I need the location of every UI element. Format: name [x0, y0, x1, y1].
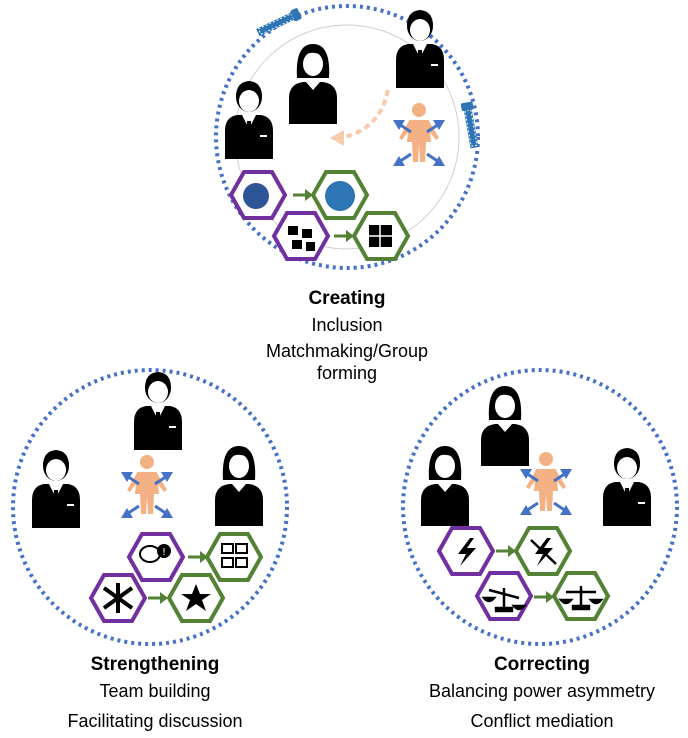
man-icon	[603, 448, 651, 526]
lightning-crossed-icon-shape	[530, 538, 557, 566]
balanced-scale-icon-shape	[558, 586, 604, 611]
discussion-board-icon-shapes	[221, 543, 248, 568]
correcting-line-1: Balancing power asymmetry	[428, 681, 656, 701]
correcting-title: Correcting	[493, 654, 591, 675]
strengthening-section: !	[11, 368, 289, 646]
strengthening-line-1: Team building	[99, 681, 211, 701]
woman-icon	[215, 446, 263, 526]
creating-section	[214, 4, 480, 270]
flow-arrow	[532, 589, 556, 605]
woman-icon	[289, 44, 337, 124]
scattered-puzzle-icon	[272, 211, 330, 261]
correcting-line-2: Conflict mediation	[470, 711, 614, 731]
creating-title: Creating	[308, 288, 386, 309]
creating-circle	[214, 4, 480, 270]
creating-line-3: forming	[316, 363, 378, 383]
lightning-icon-shape	[458, 538, 476, 566]
zipper-icon	[460, 101, 479, 149]
speech-bubbles-icon-shapes: !	[139, 544, 171, 563]
svg-text:!: !	[162, 547, 166, 558]
flow-arrow	[494, 543, 518, 559]
team-hands-icon-shapes	[102, 583, 134, 613]
woman-icon	[421, 446, 469, 526]
strengthening-title: Strengthening	[90, 654, 220, 675]
zipper-icon	[256, 8, 302, 37]
locks-group-icon-fill	[243, 183, 269, 209]
locks-group-merged-icon-fill	[325, 181, 355, 211]
creating-caption: Creating Inclusion Matchmaking/Group for…	[224, 286, 470, 386]
correcting-caption: Correcting Balancing power asymmetry Con…	[398, 652, 686, 734]
flow-arrow	[146, 590, 170, 606]
facilitator-icon	[526, 452, 566, 511]
strengthening-circle	[11, 368, 289, 646]
man-icon	[32, 450, 80, 528]
scattered-puzzle-icon-pieces	[288, 226, 315, 251]
strengthening-caption: Strengthening Team building Facilitating…	[25, 652, 285, 734]
creating-line-2: Matchmaking/Group	[265, 341, 429, 361]
correcting-circle	[401, 368, 679, 646]
correcting-section	[401, 368, 679, 646]
flow-arrow	[332, 228, 356, 244]
facilitator-icon	[127, 455, 167, 514]
facilitator-icon	[399, 103, 439, 162]
dashed-arrow-head	[330, 130, 344, 146]
team-star-icon-shape	[181, 584, 211, 611]
unbalanced-scale-icon-shape	[481, 588, 527, 613]
strengthening-line-2: Facilitating discussion	[67, 711, 243, 731]
man-icon	[396, 10, 444, 88]
flow-arrow	[291, 187, 315, 203]
dashed-arrow	[339, 89, 390, 140]
man-icon	[225, 81, 273, 159]
man-icon	[134, 372, 182, 450]
creating-line-1: Inclusion	[311, 315, 383, 335]
woman-icon	[481, 386, 529, 466]
